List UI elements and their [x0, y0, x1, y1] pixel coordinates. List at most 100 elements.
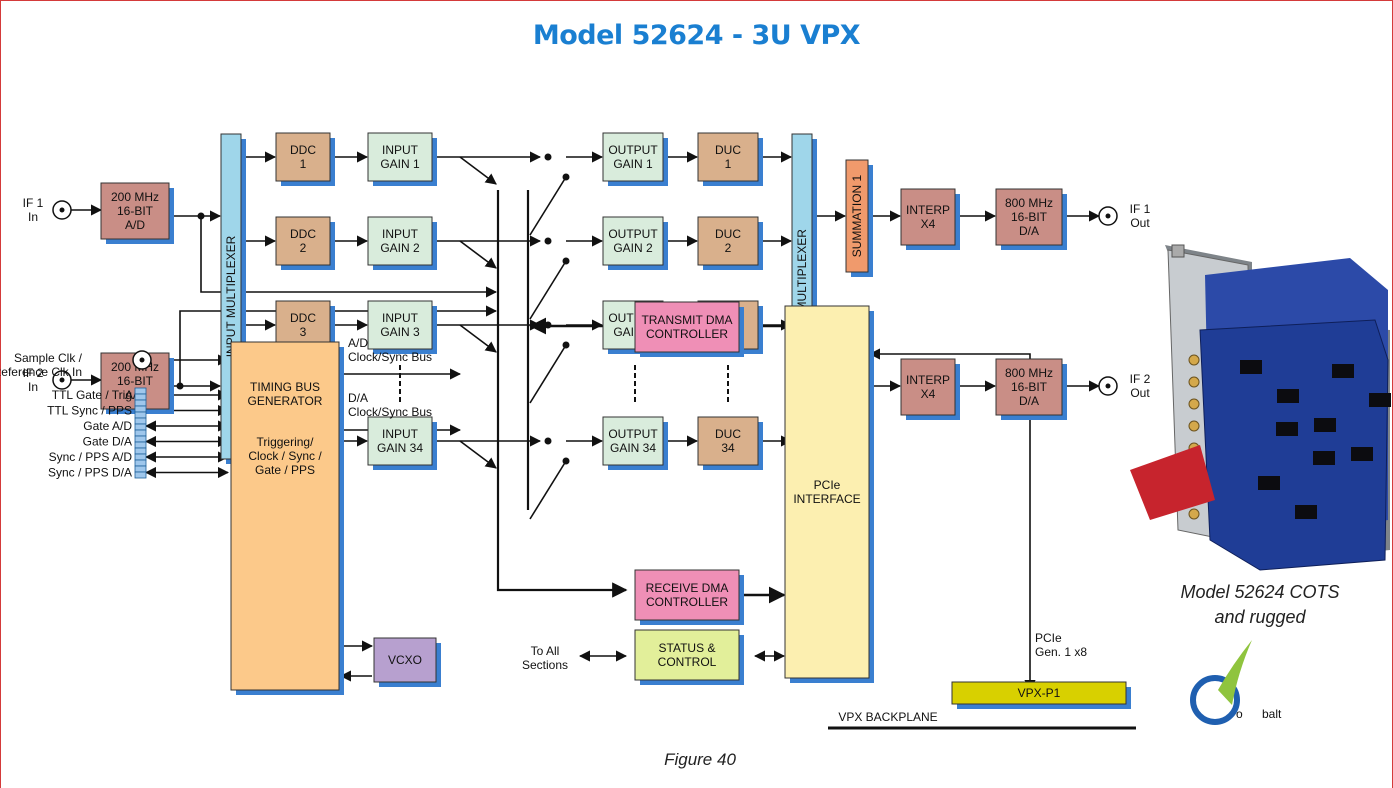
timing-bus-generator — [230, 341, 344, 695]
if-2-in-connector[interactable] — [52, 370, 72, 390]
logo-text: balt — [1262, 707, 1282, 721]
gain-to-bus — [459, 324, 497, 353]
input-multiplexer-label: INPUT MULTIPLEXER — [224, 235, 238, 357]
ellipsis-dot — [399, 397, 401, 402]
vpx-p1-connector: VPX-P1 — [951, 681, 1131, 709]
timing-signal-label: Gate D/A — [83, 435, 132, 449]
vcxo-block-label: VCXO — [388, 653, 422, 667]
junction-dot — [544, 237, 552, 245]
ellipsis-dot — [399, 381, 401, 386]
junction-dot — [544, 437, 552, 445]
product-photo — [1130, 244, 1391, 571]
ellipsis-dot — [399, 365, 401, 370]
ellipsis-dot — [399, 389, 401, 394]
switch-arm — [529, 460, 567, 520]
if-1-in-connector[interactable] — [52, 200, 72, 220]
diagram-title: Model 52624 - 3U VPX — [532, 20, 861, 51]
if-1-out-connector[interactable] — [1098, 206, 1118, 226]
status-control-block: STATUS &CONTROL — [634, 629, 744, 685]
summation-1: SUMMATION 1 — [845, 159, 873, 277]
ellipsis-dot — [634, 389, 636, 394]
photo-caption: Model 52624 COTS and rugged — [1145, 580, 1375, 630]
sample-clk-connector[interactable] — [132, 350, 152, 370]
ellipsis-dot — [727, 381, 729, 386]
vpx-p1-connector-label: VPX-P1 — [1018, 686, 1061, 700]
ellipsis-dot — [727, 389, 729, 394]
logo-text-b: o — [1236, 707, 1243, 721]
timing-signal-label: Gate A/D — [83, 419, 132, 433]
ellipsis-dot — [634, 397, 636, 402]
backplane-label: VPX BACKPLANE — [838, 710, 937, 724]
ellipsis-dot — [399, 373, 401, 378]
cobalt-logo: balt o — [1190, 640, 1282, 725]
ellipsis-dot — [634, 373, 636, 378]
ellipsis-dot — [634, 381, 636, 386]
if-2-out-connector[interactable] — [1098, 376, 1118, 396]
status-control-block-label: STATUS &CONTROL — [658, 641, 717, 669]
timing-signal-label: Sync / PPS A/D — [49, 450, 133, 464]
switch-arm — [529, 260, 567, 320]
timing-sub: Triggering/Clock / Sync /Gate / PPS — [248, 435, 322, 477]
adc1-bypass — [200, 216, 498, 298]
gain-to-bus — [459, 240, 497, 269]
ellipsis-dot — [634, 365, 636, 370]
sample-clk-label: Sample Clk /Reference Clk In — [0, 351, 83, 379]
gain-to-bus — [459, 156, 497, 185]
ellipsis-dot — [727, 365, 729, 370]
photo-caption-line-2: and rugged — [1214, 607, 1306, 627]
receive-bus — [496, 190, 628, 598]
ellipsis-dot — [727, 373, 729, 378]
timing-signal-label: TTL Gate / Trig — [52, 388, 132, 402]
switch-arm — [529, 176, 567, 236]
figure-caption: Figure 40 — [664, 750, 736, 769]
gain-to-bus — [459, 440, 497, 469]
timing-connector-strip — [134, 387, 147, 479]
